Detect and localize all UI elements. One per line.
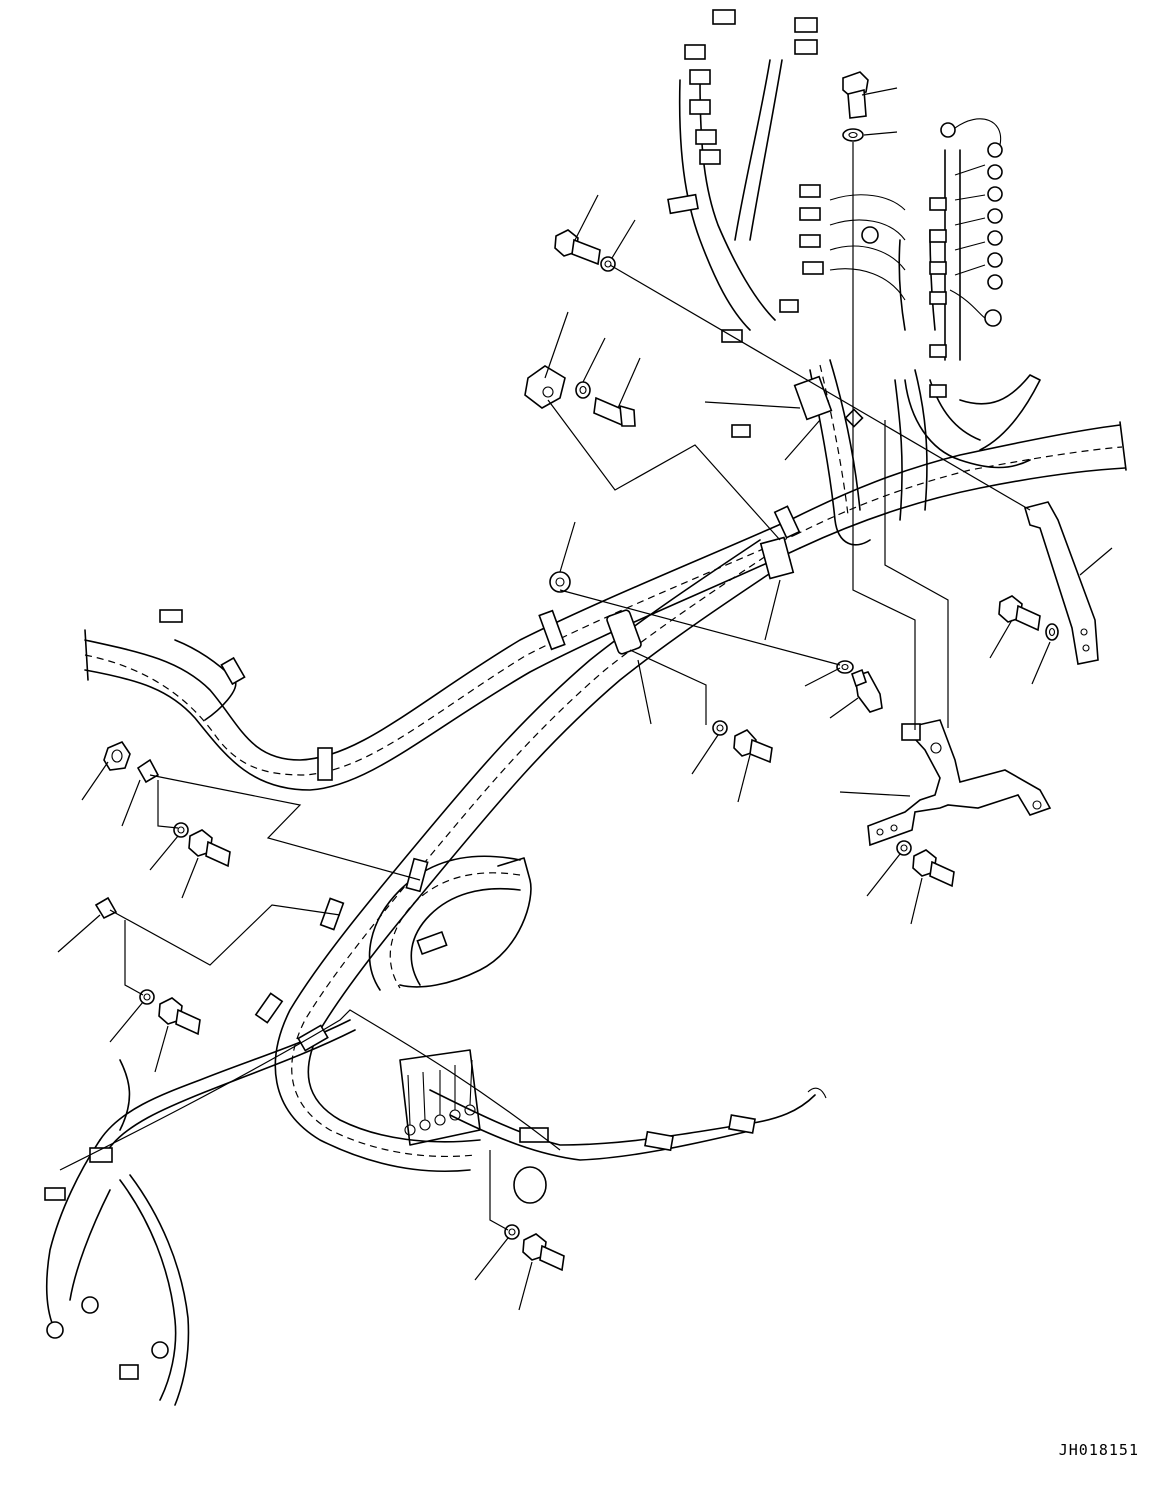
washer-icon [600, 256, 616, 272]
clip-left-2 [94, 896, 118, 920]
connector-group-lower [44, 609, 827, 1380]
bracket-right-lower [867, 719, 1052, 847]
connector-icon [929, 291, 947, 305]
washer-icon [842, 128, 864, 142]
connector-icon [799, 184, 821, 198]
connector-icon [940, 122, 956, 138]
connector-icon [699, 149, 721, 165]
connector-icon [984, 309, 1002, 327]
bolt-icon [842, 71, 869, 119]
connector-icon [987, 208, 1003, 224]
clamp-icon [644, 1130, 674, 1152]
connector-icon [802, 261, 824, 275]
washer-icon [575, 381, 591, 399]
assembly-lines [59, 142, 1031, 1231]
connector-icon [695, 129, 717, 145]
washer-icon [139, 989, 155, 1005]
clamp-icon [728, 1114, 756, 1134]
nut-icon [103, 741, 131, 771]
washer-icon [896, 840, 912, 856]
clamp-icon [416, 930, 448, 956]
nut-center [549, 571, 571, 593]
connector-icon [987, 252, 1003, 268]
wiring-harness-icon [45, 59, 1127, 1406]
connector-icon [929, 344, 947, 358]
clamp-icon [844, 408, 864, 428]
connector-icon [987, 186, 1003, 202]
clamp-icon [254, 992, 284, 1024]
clamp-icon [759, 536, 795, 580]
connector-icon [929, 384, 947, 398]
bolt-icon [593, 396, 636, 427]
drawing-number: JH018151 [1058, 1441, 1139, 1459]
bolt-icon [733, 729, 773, 764]
connector-icon [46, 1321, 64, 1339]
connector-icon [89, 1147, 113, 1163]
connector-icon [712, 9, 736, 25]
connector-icon [119, 1364, 139, 1380]
nut-icon [901, 723, 921, 741]
clip-left-1 [136, 758, 160, 784]
clamp-icon [220, 656, 246, 686]
bolt-icon [158, 997, 201, 1036]
clip-icon [94, 896, 118, 920]
connector-icon [929, 261, 947, 275]
nut-icon [549, 571, 571, 593]
clip-assembly-upper [524, 365, 636, 427]
connector-icon [689, 69, 711, 85]
clamp-icon [317, 747, 333, 781]
connector-icon [44, 1187, 66, 1201]
callout-leaders [57, 87, 1113, 1311]
bolt-icon [912, 849, 955, 888]
connector-icon [684, 44, 706, 60]
connector-icon [987, 274, 1003, 290]
clamp-icon [793, 375, 833, 421]
connector-icon [861, 226, 879, 244]
washer-icon [173, 822, 189, 838]
connector-icon [799, 207, 821, 221]
washer-icon [1045, 623, 1059, 641]
nut-left-1 [103, 741, 131, 771]
clamp-icon [606, 609, 642, 655]
clamp-icon [405, 857, 429, 893]
connector-icon [151, 1341, 169, 1359]
washer-icon [504, 1224, 520, 1240]
bolts [158, 71, 1041, 1272]
bracket-right-upper [1023, 501, 1099, 665]
harness-clamps [220, 193, 864, 1152]
bolt-icon [998, 595, 1041, 632]
washer-icon [712, 720, 728, 736]
connector-icon [519, 1127, 549, 1143]
terminal-block-icon [399, 1049, 481, 1146]
clip-icon [524, 365, 566, 409]
bolt-icon [554, 229, 601, 266]
bracket-icon [867, 719, 1052, 847]
connector-icon [794, 39, 818, 55]
connector-icon [799, 234, 821, 248]
connector-icon [779, 299, 799, 313]
connector-icon [689, 99, 711, 115]
connector-icon [81, 1296, 99, 1314]
bracket-icon [1023, 501, 1099, 665]
connector-icon [987, 142, 1003, 158]
connector-icon [731, 424, 751, 438]
bolt-icon [851, 668, 883, 713]
connector-icon [794, 17, 818, 33]
clip-icon [136, 758, 160, 784]
connector-group-top [684, 9, 1003, 438]
connector-icon [159, 609, 183, 623]
connector-icon [513, 1166, 547, 1204]
clamp-icon [538, 609, 566, 651]
connector-icon [987, 230, 1003, 246]
bolt-icon [188, 829, 231, 868]
bolt-icon [522, 1233, 565, 1272]
connector-icon [987, 164, 1003, 180]
clamp-icon [773, 505, 801, 539]
washer-icon [836, 660, 854, 674]
connector-icon [929, 229, 947, 243]
clamp-icon [667, 193, 699, 215]
washers [139, 128, 1059, 1240]
connector-icon [929, 197, 947, 211]
